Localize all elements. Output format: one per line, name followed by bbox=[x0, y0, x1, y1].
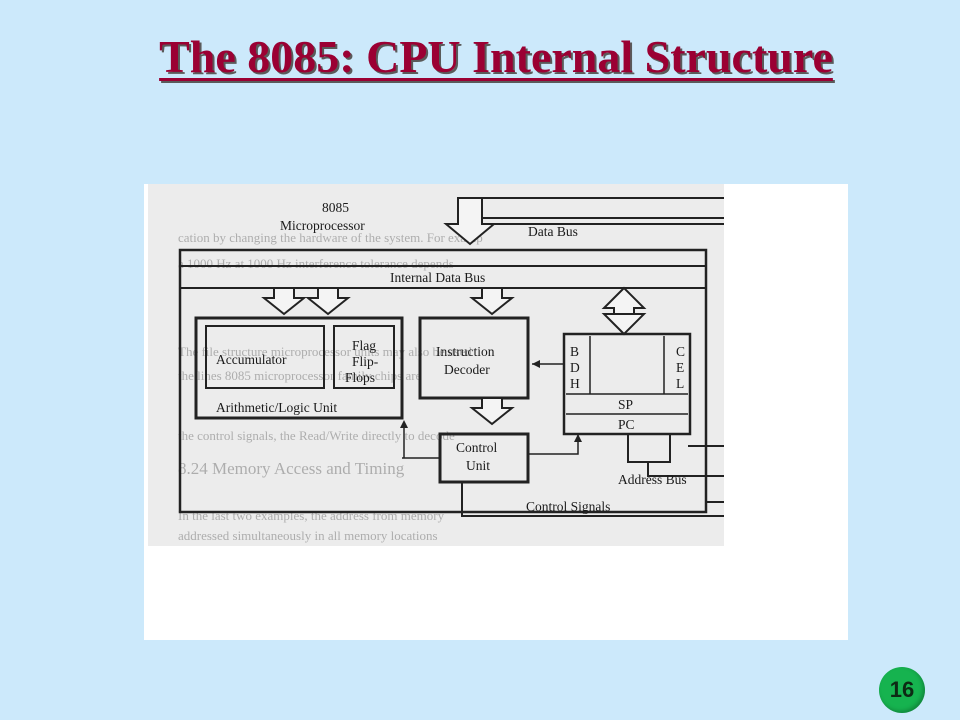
label-decoder: Decoder bbox=[444, 362, 490, 377]
microprocessor-outline bbox=[178, 248, 708, 514]
label-alu: Arithmetic/Logic Unit bbox=[216, 400, 337, 415]
control-signals-line bbox=[461, 482, 724, 517]
svg-text:8.24 Memory Access and Timin: 8.24 Memory Access and Timing bbox=[178, 459, 405, 478]
label-reg-pc: PC bbox=[618, 417, 635, 432]
label-reg-h: H bbox=[570, 376, 580, 391]
figure-frame: cation by changing the hardware of the s… bbox=[144, 184, 848, 640]
accumulator-block bbox=[205, 325, 325, 389]
cpu-block-diagram: cation by changing the hardware of the s… bbox=[178, 197, 724, 543]
label-flip: Flip- bbox=[352, 354, 379, 369]
scanned-diagram: cation by changing the hardware of the s… bbox=[148, 184, 724, 546]
svg-text:The file structure microproces: The file structure microprocessor units … bbox=[178, 344, 472, 359]
label-reg-c: C bbox=[676, 344, 685, 359]
bus-to-decoder-arrow bbox=[469, 287, 515, 316]
svg-text:a 1000 Hz at 1000 Hz interfere: a 1000 Hz at 1000 Hz interference tolera… bbox=[178, 256, 454, 271]
svg-text:the lines 8085 microprocessor: the lines 8085 microprocessor family chi… bbox=[178, 368, 422, 383]
bus-to-flags-arrow bbox=[305, 287, 351, 316]
label-flops: Flops bbox=[345, 370, 375, 385]
svg-text:cation by changing the hardwar: cation by changing the hardware of the s… bbox=[178, 230, 483, 245]
label-reg-e: E bbox=[676, 360, 684, 375]
svg-text:the control signals, the Read/: the control signals, the Read/Write dire… bbox=[178, 428, 455, 443]
label-unit: Unit bbox=[466, 458, 490, 473]
label-flag: Flag bbox=[352, 338, 376, 353]
slide-title: The 8085: CPU Internal Structure bbox=[159, 31, 833, 82]
label-internal-data-bus: Internal Data Bus bbox=[390, 270, 485, 285]
svg-text:In the last two examples, the: In the last two examples, the address fr… bbox=[178, 508, 445, 523]
page-number-badge: 16 bbox=[879, 667, 925, 713]
flag-flipflops-block bbox=[333, 325, 395, 389]
label-data-bus: Data Bus bbox=[528, 224, 578, 239]
bus-to-accumulator-arrow bbox=[261, 287, 307, 316]
alu-block bbox=[194, 316, 404, 420]
address-bus-arrow bbox=[627, 433, 671, 463]
label-reg-l: L bbox=[676, 376, 684, 391]
label-8085: 8085 bbox=[322, 200, 349, 215]
label-accumulator: Accumulator bbox=[216, 352, 287, 367]
svg-text:addressed simultaneously in al: addressed simultaneously in all memory l… bbox=[178, 528, 438, 543]
label-reg-d: D bbox=[570, 360, 580, 375]
label-microprocessor: Microprocessor bbox=[280, 218, 365, 233]
label-instruction: Instruction bbox=[436, 344, 495, 359]
label-reg-sp: SP bbox=[618, 397, 633, 412]
label-address-bus: Address Bus bbox=[618, 472, 687, 487]
label-reg-b: B bbox=[570, 344, 579, 359]
label-control-signals: Control Signals bbox=[526, 499, 610, 514]
label-control: Control bbox=[456, 440, 498, 455]
scan-bleed-through: cation by changing the hardware of the s… bbox=[178, 230, 483, 543]
decoder-to-control-arrow bbox=[469, 397, 515, 426]
control-to-register-line bbox=[528, 434, 579, 455]
bus-register-arrow-down bbox=[601, 313, 647, 336]
instruction-decoder-block bbox=[418, 316, 530, 400]
bus-register-arrow-up bbox=[601, 286, 647, 315]
data-bus-arrow bbox=[443, 197, 497, 246]
data-bus-line bbox=[457, 202, 724, 225]
